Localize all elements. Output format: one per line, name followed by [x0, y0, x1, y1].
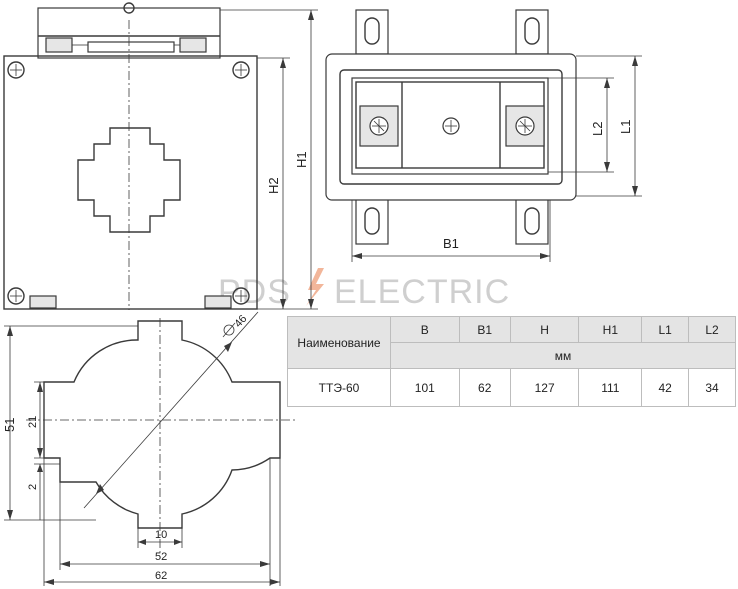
table-cell: 42	[641, 368, 690, 407]
dim-21-label: 21	[27, 416, 39, 428]
table-cell: 111	[578, 368, 643, 407]
dim-52-label: 52	[155, 551, 167, 563]
column-header: L2	[688, 316, 736, 343]
bolt-icon	[306, 268, 324, 306]
h2-label: H2	[266, 177, 281, 194]
table-header-row: Наименование B B1 H H1 L1 L2	[287, 316, 736, 369]
diameter-icon	[222, 322, 236, 338]
cross-window	[77, 127, 181, 233]
b1-label: B1	[443, 236, 459, 251]
side-view: B1 L2 L1	[325, 9, 642, 262]
table-cell: 101	[390, 368, 460, 407]
corner-screw-icon	[7, 61, 25, 79]
diameter-label: 46	[232, 313, 249, 330]
l2-label: L2	[590, 122, 605, 136]
row-name: ТТЭ-60	[287, 368, 391, 407]
column-header: H	[509, 316, 580, 343]
section-outline	[43, 320, 281, 529]
name-header: Наименование	[287, 316, 391, 369]
l1-label: L1	[618, 120, 633, 134]
corner-screw-icon	[232, 61, 250, 79]
column-header: B1	[458, 316, 511, 343]
mounting-tab	[515, 197, 549, 245]
dim-62-label: 62	[155, 570, 167, 582]
table-cell: 127	[509, 368, 580, 407]
unit-cell: мм	[390, 342, 736, 369]
column-header: B	[390, 316, 460, 343]
watermark-right-text: ELECTRIC	[334, 273, 510, 311]
column-header: L1	[641, 316, 690, 343]
corner-screw-icon	[7, 287, 25, 305]
watermark: PDS ELECTRIC	[218, 268, 510, 311]
mounting-tab	[355, 9, 389, 55]
right-terminal	[505, 105, 545, 147]
front-body	[3, 55, 258, 310]
mounting-tab	[515, 9, 549, 55]
h1-label: H1	[294, 151, 309, 168]
spec-table: Наименование B B1 H H1 L1 L2 мм ТТЭ-60 1…	[287, 316, 736, 407]
section-view: 46 51 21 2 10 52	[2, 311, 296, 586]
mounting-tab	[355, 197, 389, 245]
table-row: ТТЭ-60 101 62 127 111 42 34	[287, 368, 736, 407]
corner-screw-icon	[232, 287, 250, 305]
table-cell: 34	[688, 368, 736, 407]
dim-2-label: 2	[27, 484, 39, 490]
dim-51-label: 51	[2, 418, 17, 432]
column-header: H1	[578, 316, 643, 343]
front-view: H2 H1	[3, 2, 318, 310]
table-cell: 62	[458, 368, 511, 407]
dim-10-label: 10	[155, 529, 167, 541]
